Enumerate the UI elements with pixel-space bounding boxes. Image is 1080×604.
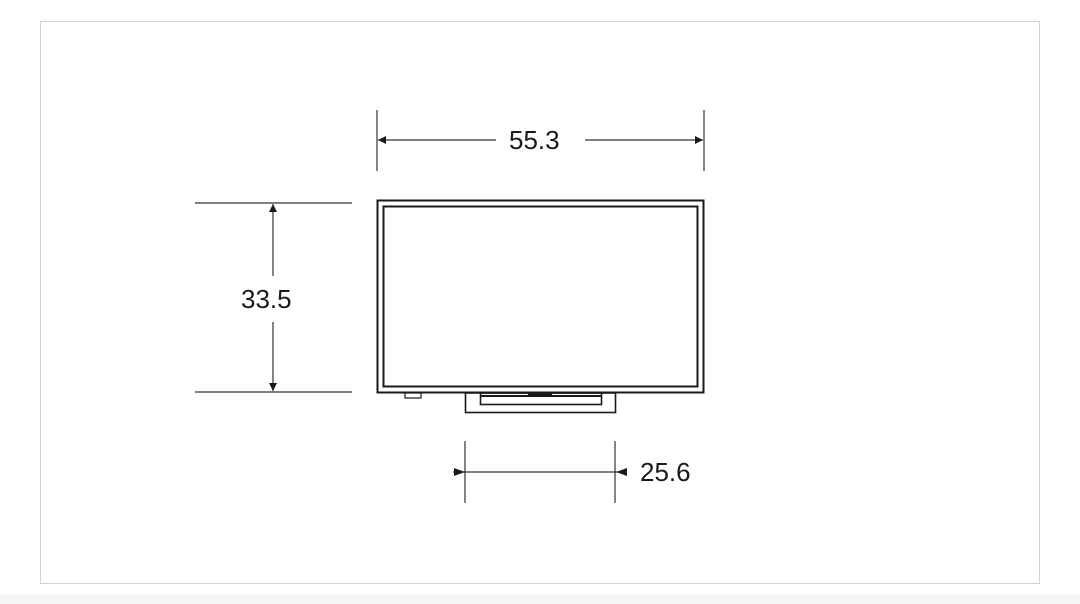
width-dimension (376, 110, 705, 171)
tv-body (376, 199, 705, 399)
tv-stand (464, 392, 617, 414)
width-label: 55.3 (509, 125, 560, 155)
stand-width-dimension (453, 441, 627, 503)
stand-width-label: 25.6 (640, 457, 691, 487)
bottom-strip (0, 594, 1080, 604)
diagram-frame (40, 21, 1040, 584)
height-dimension (195, 202, 352, 393)
height-label: 33.5 (241, 284, 292, 314)
